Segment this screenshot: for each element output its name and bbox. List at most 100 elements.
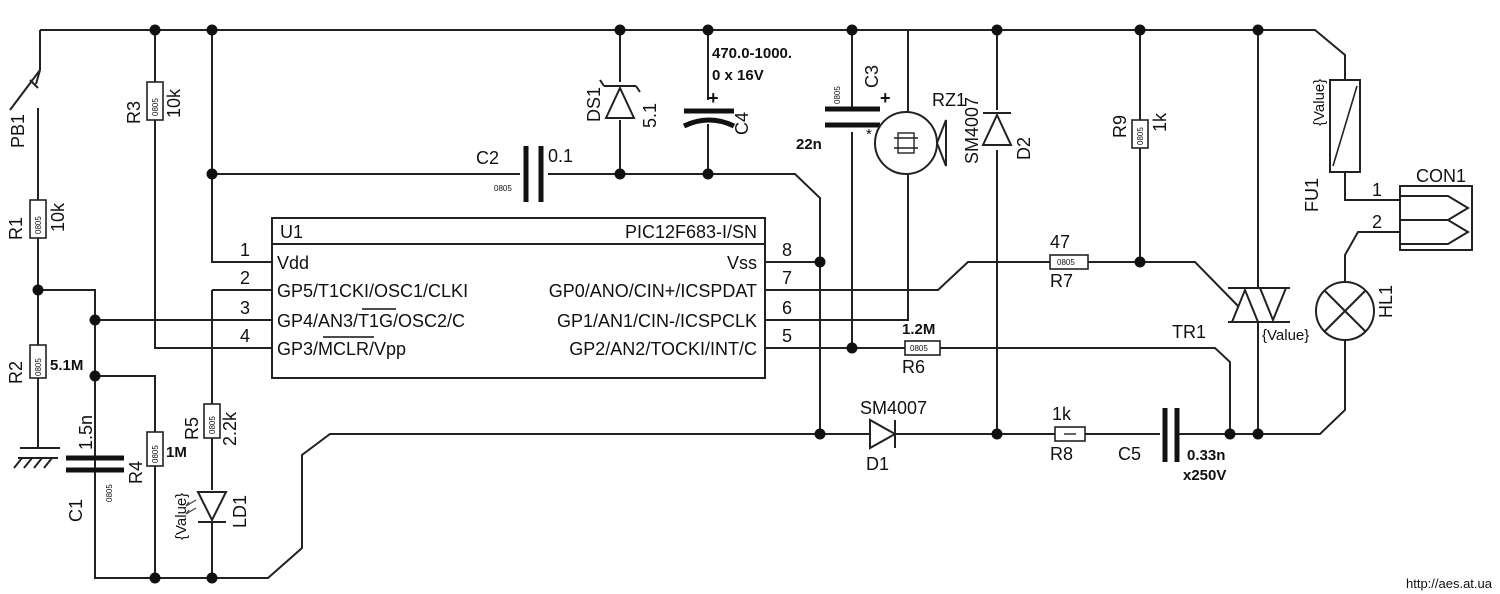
resistor-r8: 1k R8 bbox=[1050, 404, 1086, 464]
r6-value: 1.2M bbox=[902, 321, 935, 338]
triac-tr1: TR1 {Value} bbox=[1172, 287, 1309, 344]
r5-pkg: 0805 bbox=[208, 416, 217, 434]
pin-2-name: GP5/T1CKI/OSC1/CLKI bbox=[277, 281, 468, 301]
r2-pkg: 0805 bbox=[34, 358, 43, 376]
ld1-value: {Value} bbox=[173, 493, 190, 540]
fuse-fu1: {Value} FU1 bbox=[1302, 79, 1361, 212]
ic-ref: U1 bbox=[280, 222, 303, 242]
r2-ref: R2 bbox=[6, 361, 26, 384]
c1-value: 1.5n bbox=[76, 415, 96, 450]
r1-value: 10k bbox=[48, 202, 68, 232]
c5-value-1: 0.33n bbox=[1187, 447, 1225, 464]
pb1-ref: PB1 bbox=[8, 114, 28, 148]
c5-ref: C5 bbox=[1118, 444, 1141, 464]
capacitor-c3: 0805 C3 22n bbox=[796, 65, 882, 153]
r3-value: 10k bbox=[164, 88, 184, 118]
r1-ref: R1 bbox=[6, 217, 26, 240]
d1-value: SM4007 bbox=[860, 398, 927, 418]
pin-5-num: 5 bbox=[782, 326, 792, 346]
r9-ref: R9 bbox=[1110, 115, 1130, 138]
buzzer-rz1: + * RZ1 bbox=[866, 88, 966, 175]
r4-ref: R4 bbox=[126, 461, 146, 484]
ic-u1: U1 PIC12F683-I/SN 1 2 3 4 Vdd GP5/T1CKI/… bbox=[240, 217, 792, 379]
c3-ref: C3 bbox=[862, 65, 882, 88]
resistor-r1: 0805 R1 10k bbox=[6, 199, 68, 240]
pin-2-num: 2 bbox=[240, 268, 250, 288]
resistor-r9: 0805 R9 1k bbox=[1110, 112, 1170, 149]
pin-5-name: GP2/AN2/TOCKI/INT/C bbox=[569, 339, 757, 359]
r1-pkg: 0805 bbox=[34, 216, 43, 234]
pin-1-name: Vdd bbox=[277, 253, 309, 273]
fu1-value: {Value} bbox=[1311, 79, 1328, 126]
c2-pkg: 0805 bbox=[494, 184, 512, 193]
ds1-value: 5.1 bbox=[640, 103, 660, 128]
r7-pkg: 0805 bbox=[1057, 258, 1075, 267]
rz1-mark: * bbox=[866, 126, 872, 143]
con1-ref: CON1 bbox=[1416, 166, 1466, 186]
resistor-r5: 0805 R5 2.2k bbox=[182, 403, 240, 446]
pin-3-name: GP4/AN3/T1G/OSC2/C bbox=[277, 311, 465, 331]
r6-ref: R6 bbox=[902, 357, 925, 377]
wires bbox=[13, 29, 1400, 579]
r9-value: 1k bbox=[1150, 112, 1170, 132]
rz1-ref: RZ1 bbox=[932, 90, 966, 110]
r7-value: 47 bbox=[1050, 232, 1070, 252]
c5-value-2: x250V bbox=[1183, 467, 1226, 484]
resistor-r3: 0805 R3 10k bbox=[124, 81, 184, 124]
c4-ref: C4 bbox=[732, 112, 752, 135]
pin-3-num: 3 bbox=[240, 298, 250, 318]
con1-pin2: 2 bbox=[1372, 212, 1382, 232]
d2-value: SM4007 bbox=[962, 97, 982, 164]
r8-value: 1k bbox=[1052, 404, 1072, 424]
r3-pkg: 0805 bbox=[151, 98, 160, 116]
connector-con1: CON1 1 2 bbox=[1372, 166, 1473, 251]
pin-8-num: 8 bbox=[782, 240, 792, 260]
resistor-r7: 0805 47 R7 bbox=[1049, 232, 1089, 291]
c4-plus-icon: + bbox=[708, 88, 719, 108]
diode-ds1: DS1 5.1 bbox=[584, 79, 660, 128]
r8-ref: R8 bbox=[1050, 444, 1073, 464]
watermark: http://aes.at.ua bbox=[1406, 576, 1493, 591]
d1-ref: D1 bbox=[866, 454, 889, 474]
r5-ref: R5 bbox=[182, 417, 202, 440]
c1-pkg: 0805 bbox=[105, 484, 114, 502]
ic-part: PIC12F683-I/SN bbox=[625, 222, 757, 242]
c1-ref: C1 bbox=[66, 499, 86, 522]
tr1-ref: TR1 bbox=[1172, 322, 1206, 342]
pin-6-name: GP1/AN1/CIN-/ICSPCLK bbox=[557, 311, 757, 331]
c2-ref: C2 bbox=[476, 148, 499, 168]
resistor-r6: 0805 1.2M R6 bbox=[902, 321, 941, 377]
d2-ref: D2 bbox=[1014, 137, 1034, 160]
pin-8-name: Vss bbox=[727, 253, 757, 273]
capacitor-c4: + 470.0-1000. 0 x 16V C4 bbox=[682, 45, 792, 135]
r7-ref: R7 bbox=[1050, 271, 1073, 291]
ds1-ref: DS1 bbox=[584, 87, 604, 122]
c2-value: 0.1 bbox=[548, 146, 573, 166]
c4-value-2: 0 x 16V bbox=[712, 67, 764, 84]
diode-d2: SM4007 D2 bbox=[962, 97, 1034, 164]
r5-value: 2.2k bbox=[220, 411, 240, 446]
resistor-r2: 0805 R2 5.1M bbox=[6, 344, 83, 384]
con1-pin1: 1 bbox=[1372, 180, 1382, 200]
pin-4-num: 4 bbox=[240, 326, 250, 346]
switch-pb1: PB1 bbox=[8, 69, 41, 148]
r9-pkg: 0805 bbox=[1136, 127, 1145, 145]
r4-pkg: 0805 bbox=[151, 445, 160, 463]
pin-6-num: 6 bbox=[782, 298, 792, 318]
c3-plus-icon: + bbox=[880, 88, 891, 108]
capacitor-c2: C2 0.1 0805 bbox=[476, 146, 573, 202]
hl1-ref: HL1 bbox=[1376, 285, 1396, 318]
junctions bbox=[32, 24, 1264, 584]
pin-7-num: 7 bbox=[782, 268, 792, 288]
pin-1-num: 1 bbox=[240, 240, 250, 260]
r2-value: 5.1M bbox=[50, 357, 83, 374]
r3-ref: R3 bbox=[124, 101, 144, 124]
c4-value-1: 470.0-1000. bbox=[712, 45, 792, 62]
lamp-hl1: HL1 bbox=[1315, 281, 1396, 341]
diode-d1: SM4007 D1 bbox=[860, 398, 927, 474]
c3-pkg: 0805 bbox=[833, 86, 842, 104]
resistor-r4: 0805 R4 1M bbox=[126, 431, 187, 484]
capacitor-c5: C5 0.33n x250V bbox=[1118, 408, 1226, 484]
r6-pkg: 0805 bbox=[910, 344, 928, 353]
